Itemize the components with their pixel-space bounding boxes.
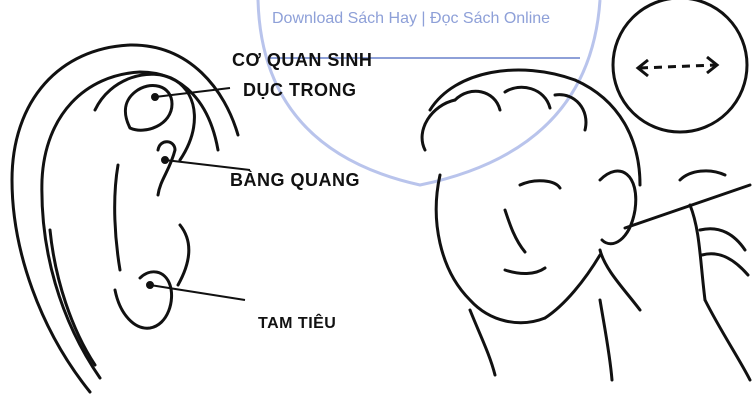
label-reproductive-line-2: DỤC TRONG [243, 80, 357, 100]
watermark-circle [256, 0, 602, 187]
label-bladder: BÀNG QUANG [230, 170, 360, 190]
label-reproductive-line-1: CƠ QUAN SINH [232, 50, 373, 70]
watermark-text: Download Sách Hay | Đọc Sách Online [272, 10, 551, 27]
ear-illustration [10, 43, 240, 394]
hand-illustration [623, 169, 752, 382]
face-illustration [420, 68, 642, 382]
pointer-lines [146, 87, 251, 301]
label-triple-burner: TAM TIÊU [258, 315, 337, 332]
magnify-circle [611, 0, 749, 134]
